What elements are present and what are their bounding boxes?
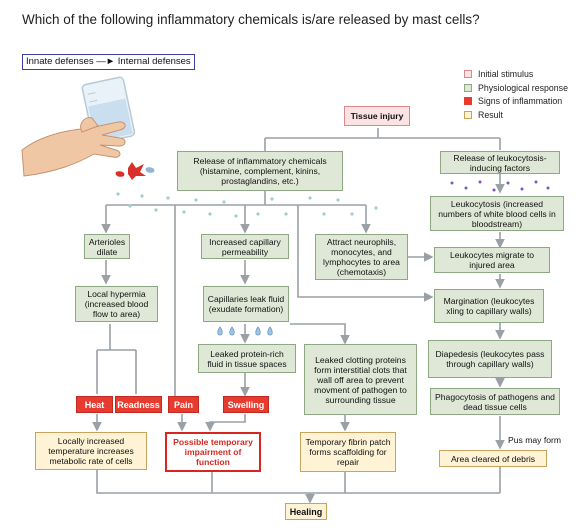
- node-release-leukocytosis: Release of leukocytosis-inducing factors: [440, 151, 560, 174]
- node-healing: Healing: [285, 503, 327, 520]
- node-fibrin: Temporary fibrin patch forms scaffolding…: [300, 432, 396, 472]
- breadcrumb-to: Internal defenses: [117, 56, 191, 67]
- sign-readness: Readness: [115, 396, 162, 413]
- arrow-right-icon: —►: [96, 56, 116, 67]
- legend: Initial stimulus Physiological response …: [464, 68, 568, 122]
- legend-result: Result: [464, 109, 568, 121]
- legend-physiological-response: Physiological response: [464, 82, 568, 94]
- node-leaked-protein: Leaked protein-rich fluid in tissue spac…: [198, 344, 296, 373]
- node-attract: Attract neurophils, monocytes, and lymph…: [315, 234, 408, 280]
- node-capillaries-leak: Capillaries leak fluid (exudate formatio…: [203, 286, 289, 322]
- node-area-cleared: Area cleared of debris: [439, 450, 547, 467]
- legend-label: Signs of inflammation: [478, 96, 563, 106]
- node-release-chemicals: Release of inflammatory chemicals (hista…: [177, 151, 343, 191]
- legend-signs-of-inflammation: Signs of inflammation: [464, 95, 568, 107]
- sign-pain: Pain: [168, 396, 199, 413]
- label-pus-may-form: Pus may form: [508, 435, 562, 445]
- breadcrumb[interactable]: Innate defenses —► Internal defenses: [22, 54, 195, 70]
- node-leaked-clotting: Leaked clotting proteins form interstiti…: [304, 344, 417, 415]
- node-arterioles: Arterioles dilate: [84, 234, 130, 259]
- legend-initial-stimulus: Initial stimulus: [464, 68, 568, 80]
- node-diapedesis: Diapedesis (leukocytes pass through capi…: [428, 340, 552, 378]
- node-locally-increased: Locally increased temperature increases …: [35, 432, 147, 470]
- node-leukocytosis: Leukocytosis (increased numbers of white…: [430, 196, 564, 231]
- node-phagocytosis: Phagocytosis of pathogens and dead tissu…: [430, 388, 560, 415]
- stimulus-swatch: [464, 70, 472, 78]
- response-swatch: [464, 83, 472, 92]
- question-text: Which of the following inflammatory chem…: [22, 12, 480, 27]
- breadcrumb-from: Innate defenses: [26, 56, 94, 67]
- legend-label: Physiological response: [478, 82, 568, 93]
- legend-label: Initial stimulus: [478, 69, 534, 79]
- node-tissue-injury: Tissue injury: [344, 106, 410, 126]
- node-capillary-permeability: Increased capillary permeability: [201, 234, 289, 259]
- sign-swatch: [464, 97, 472, 105]
- node-leukocytes-migrate: Leukocytes migrate to injured area: [434, 247, 550, 273]
- hand-beaker-illustration: [21, 76, 155, 180]
- sign-swelling: Swelling: [223, 396, 269, 413]
- legend-label: Result: [478, 109, 503, 120]
- result-swatch: [464, 110, 472, 119]
- node-local-hyperemia: Local hypermia (increased blood flow to …: [75, 286, 158, 322]
- sign-heat: Heat: [76, 396, 113, 413]
- node-margination: Margination (leukocytes xling to capilla…: [434, 289, 544, 323]
- node-possible-impairment: Possible temporary impairment of functio…: [165, 432, 261, 472]
